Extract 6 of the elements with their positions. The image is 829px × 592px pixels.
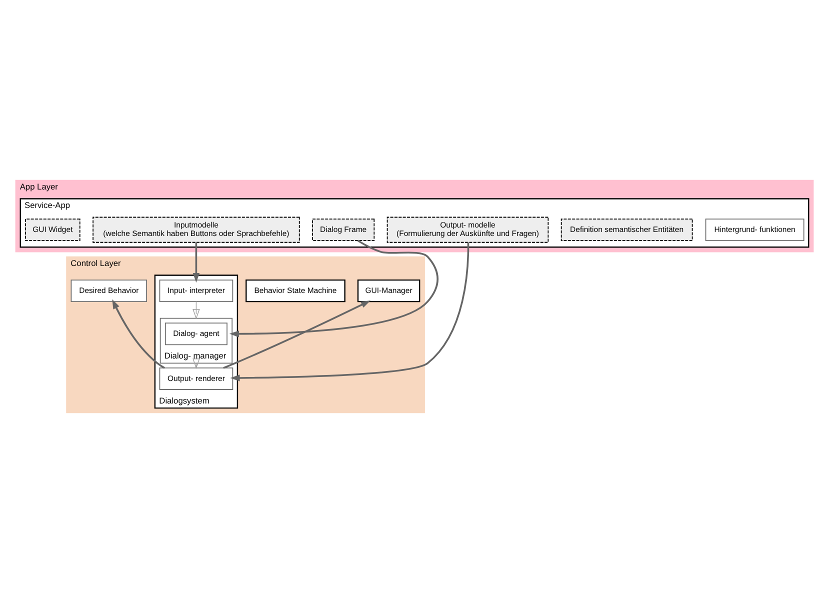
arrow — [223, 300, 371, 368]
arrow — [192, 300, 200, 319]
arrow — [192, 242, 200, 282]
arrow — [230, 242, 470, 381]
arrow — [112, 298, 165, 368]
arrow — [229, 239, 438, 337]
